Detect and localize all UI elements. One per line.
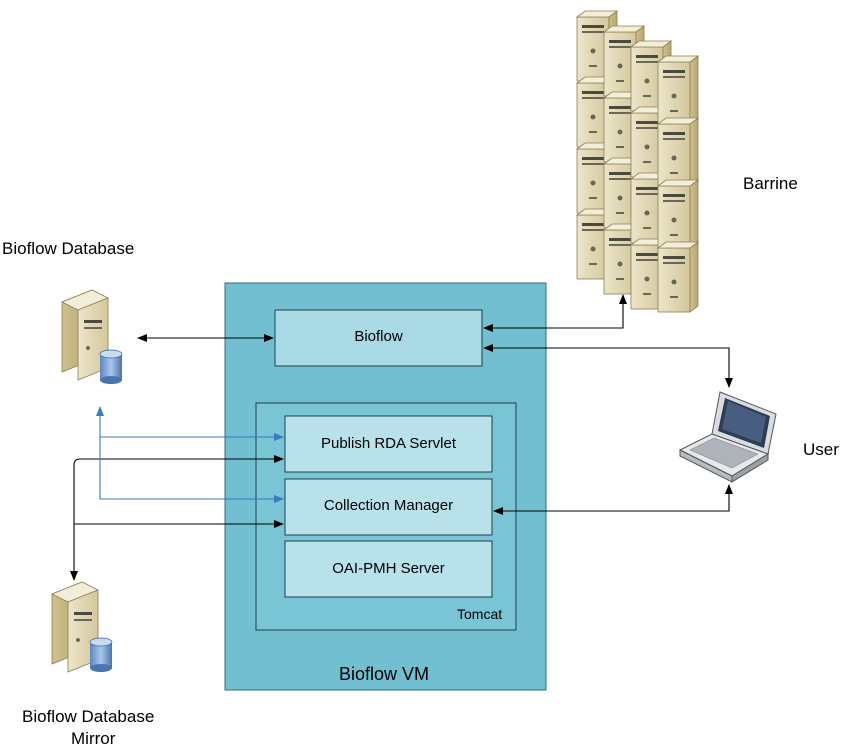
publish-rda-servlet-label: Publish RDA Servlet bbox=[320, 435, 457, 452]
barrine-label: Barrine bbox=[743, 174, 798, 193]
oai-pmh-server-label: OAI-PMH Server bbox=[332, 560, 445, 577]
bioflow-database-mirror-label-line2: Mirror bbox=[71, 729, 116, 748]
database-server-icon bbox=[61, 289, 123, 384]
user-label: User bbox=[803, 440, 839, 459]
connectors bbox=[70, 294, 733, 581]
collection-manager-box bbox=[284, 478, 493, 536]
publish-rda-servlet-box bbox=[284, 415, 493, 473]
database-mirror-server-icon bbox=[51, 581, 113, 673]
bioflow-vm-label: Bioflow VM bbox=[339, 664, 430, 684]
bioflow-database-label: Bioflow Database bbox=[2, 239, 135, 258]
blue-connectors bbox=[96, 406, 284, 503]
tomcat-label: Tomcat bbox=[457, 606, 503, 622]
oai-pmh-server-box bbox=[284, 540, 493, 598]
server-rack-icon bbox=[576, 10, 699, 313]
laptop-icon bbox=[678, 391, 777, 483]
bioflow-box bbox=[274, 309, 483, 367]
collection-manager-label: Collection Manager bbox=[323, 497, 454, 514]
bioflow-box-label: Bioflow bbox=[354, 328, 403, 345]
bioflow-database-mirror-label-line1: Bioflow Database bbox=[22, 707, 155, 726]
